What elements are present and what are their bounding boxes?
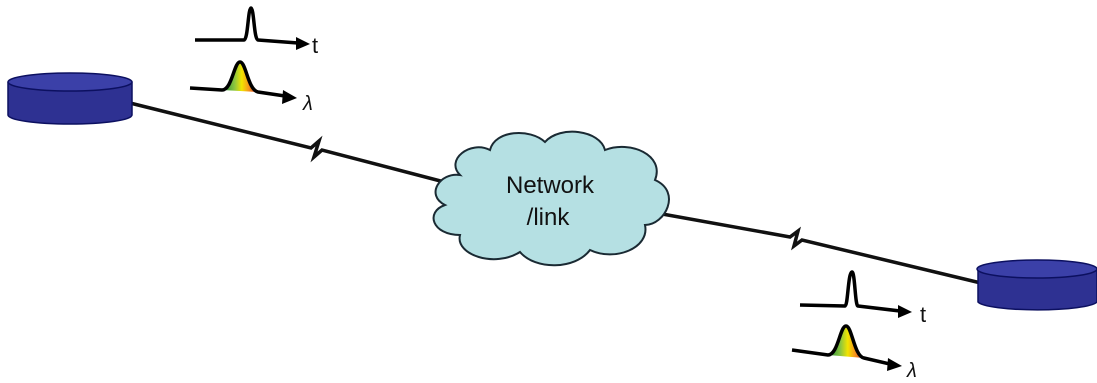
time-pulse-bottom: t [799, 270, 926, 327]
wavelength-axis-arrow-icon [887, 358, 902, 371]
wavelength-axis-arrow-icon [282, 90, 297, 104]
node-left[interactable] [7, 72, 133, 125]
cloud-label-line1: Network [506, 172, 595, 199]
time-pulse-top: t [195, 6, 318, 58]
time-axis-arrow-icon [296, 37, 310, 50]
link-left [129, 101, 453, 186]
node-right[interactable] [976, 259, 1097, 311]
cloud-label-line2: /link [527, 204, 571, 231]
link-right [639, 208, 986, 286]
time-axis-label-top: t [312, 33, 318, 58]
spectrum-pulse-top: λ [189, 60, 313, 115]
spectrum-pulse-bottom: λ [791, 324, 917, 382]
time-axis-arrow-icon [898, 305, 912, 318]
network-cloud[interactable]: Network /link [432, 130, 670, 267]
time-axis-label-bottom: t [920, 302, 926, 327]
wavelength-axis-label-bottom: λ [906, 360, 917, 378]
wavelength-axis-label-top: λ [302, 93, 313, 115]
